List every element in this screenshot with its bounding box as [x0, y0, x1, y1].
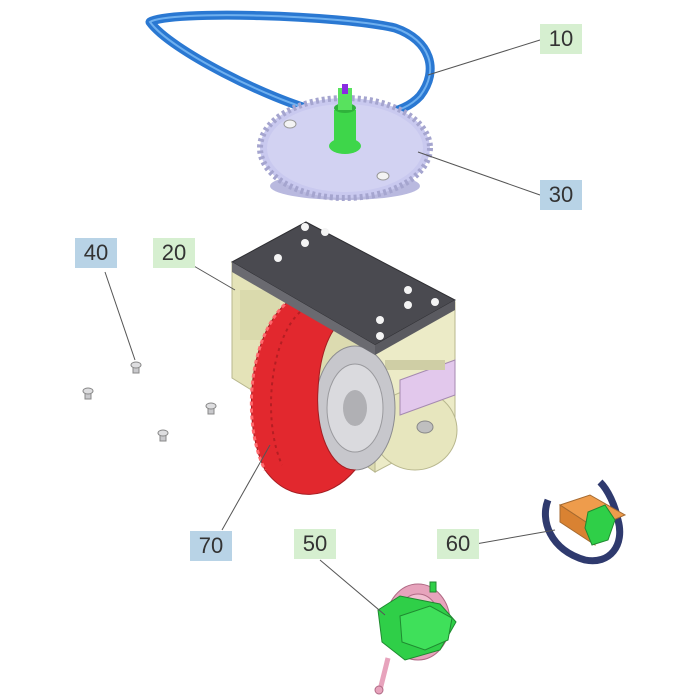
callout-50: 50 — [294, 529, 336, 559]
callout-20: 20 — [153, 238, 195, 268]
motor-part — [374, 581, 457, 695]
callout-60: 60 — [437, 529, 479, 559]
callout-40: 40 — [75, 238, 117, 268]
screws-part — [82, 361, 217, 442]
bracket-part — [541, 479, 627, 565]
wheel-part — [249, 296, 396, 495]
callout-70: 70 — [190, 531, 232, 561]
callout-30: 30 — [540, 180, 582, 210]
gear-part — [257, 84, 433, 201]
belt-part — [145, 10, 435, 120]
leader-lines — [104, 39, 556, 616]
callout-10: 10 — [540, 24, 582, 54]
top-plate — [230, 221, 457, 355]
